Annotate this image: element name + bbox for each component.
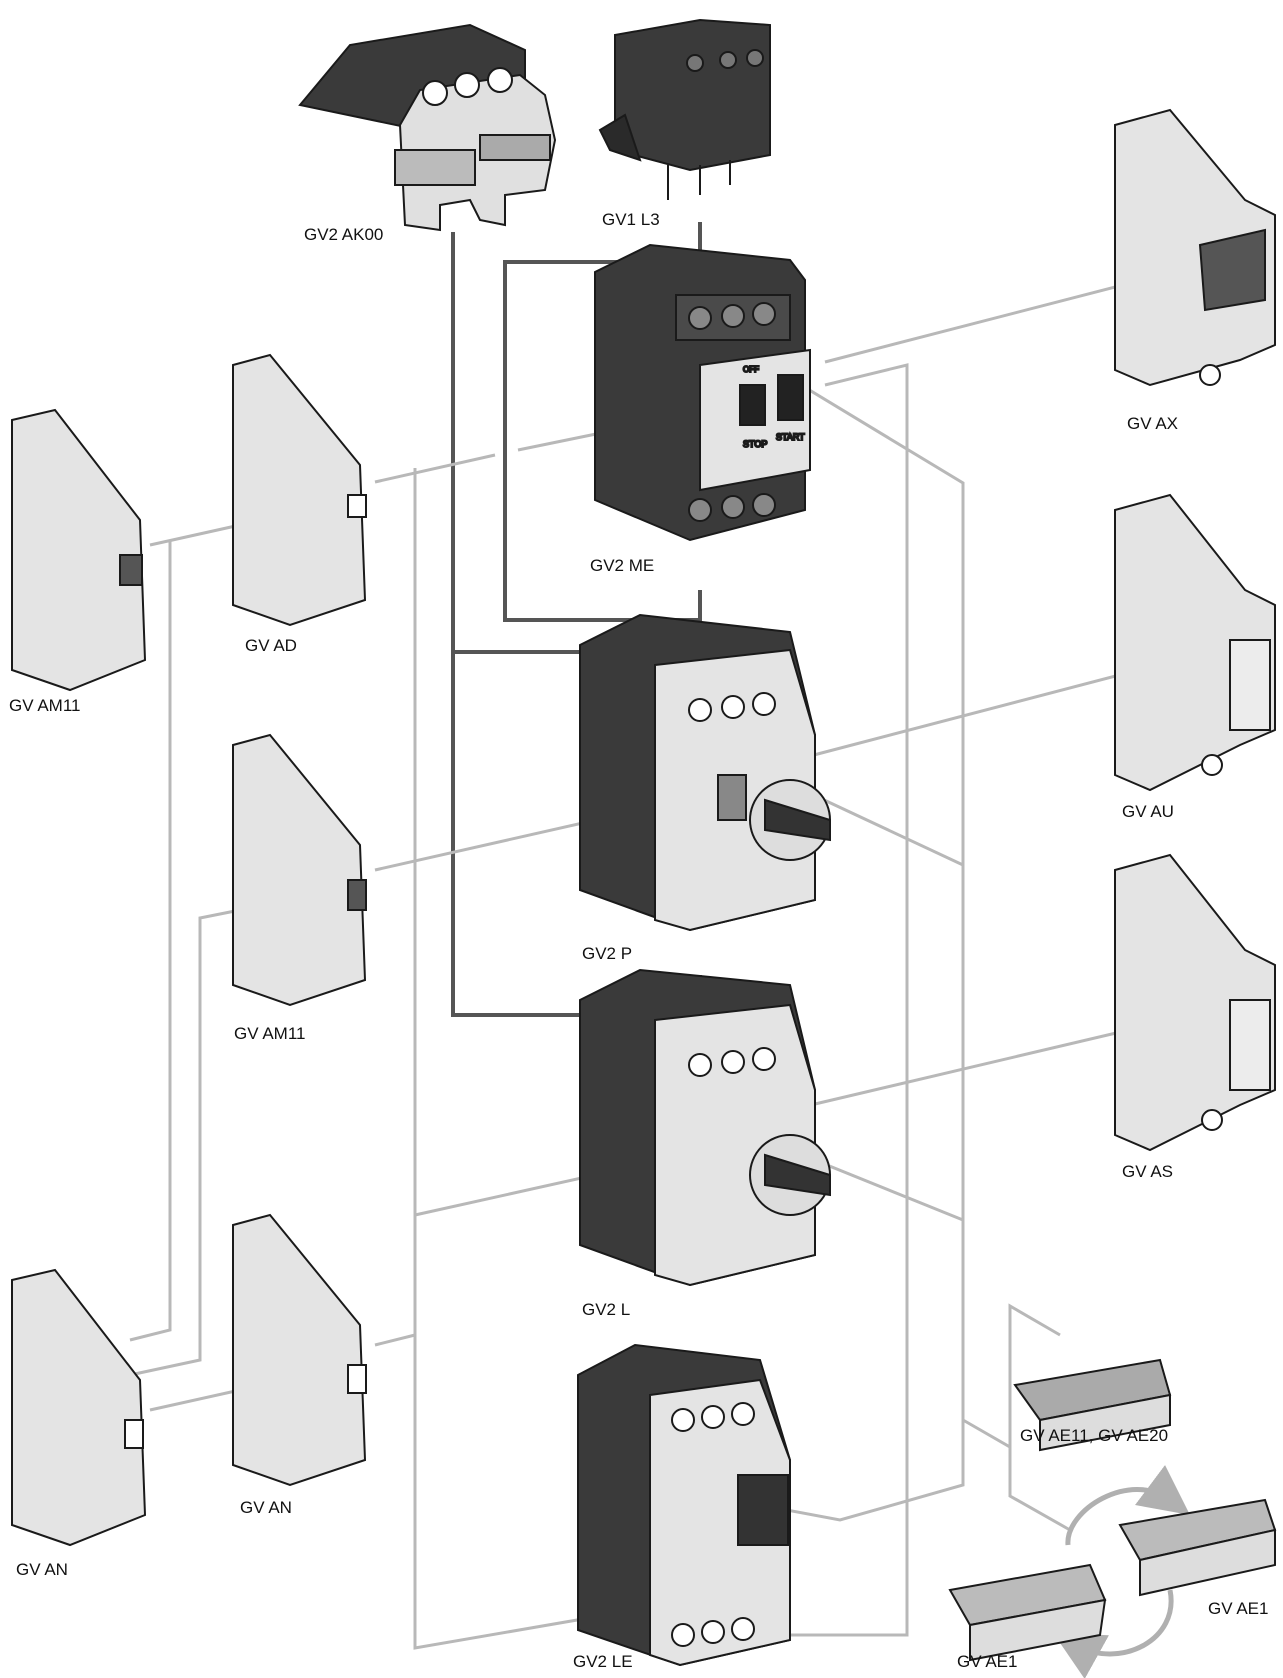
label-gv-ax: GV AX <box>1127 414 1178 434</box>
stop-label: STOP <box>743 439 767 449</box>
connector-gvau <box>810 667 1150 756</box>
label-gv2-l: GV2 L <box>582 1300 630 1320</box>
gv-au-module <box>1115 495 1275 790</box>
gv2-p-breaker <box>580 615 830 930</box>
gv-ax-module <box>1115 110 1275 385</box>
label-gv-an-left: GV AN <box>16 1560 68 1580</box>
label-gv2-ak00: GV2 AK00 <box>304 225 383 245</box>
gv1-l3-block <box>600 20 770 200</box>
label-gv2-le: GV2 LE <box>573 1652 633 1672</box>
connector-gvax-3 <box>735 345 963 1520</box>
gv-ae1-block-right <box>1120 1500 1275 1595</box>
label-gv1-l3: GV1 L3 <box>602 210 660 230</box>
label-gv2-p: GV2 P <box>582 944 632 964</box>
gv-ad-module <box>233 355 366 625</box>
label-gv-ae11-ae20: GV AE11, GV AE20 <box>1020 1426 1168 1446</box>
connector-gvad <box>375 455 495 482</box>
gv2-ak00-block <box>300 25 555 230</box>
gv-am11-module-top <box>12 410 145 690</box>
gv2-le-breaker <box>578 1345 790 1665</box>
label-gv-as: GV AS <box>1122 1162 1173 1182</box>
connector-gvam11-top <box>150 525 240 545</box>
connector-gvan-2 <box>375 1335 415 1345</box>
gv-am11-module-mid <box>233 735 366 1005</box>
label-gv-au: GV AU <box>1122 802 1174 822</box>
gv-an-module-right <box>233 1215 366 1485</box>
label-gv-ad: GV AD <box>245 636 297 656</box>
label-gv-ae1-left: GV AE1 <box>957 1652 1017 1672</box>
off-label: OFF <box>743 365 759 374</box>
connector-gvan <box>150 1390 240 1410</box>
gv-as-module <box>1115 855 1275 1150</box>
connector-gvam11-mid-2 <box>130 910 240 1375</box>
gv2-me-breaker: STOP START OFF <box>595 245 810 540</box>
start-label: START <box>776 432 805 442</box>
label-gv-ae1-right: GV AE1 <box>1208 1599 1268 1619</box>
connector-gvax <box>825 278 1150 362</box>
label-gv-am11-mid: GV AM11 <box>234 1024 306 1044</box>
label-gv2-me: GV2 ME <box>590 556 654 576</box>
gv-an-module-left <box>12 1270 145 1545</box>
connector-gvas <box>815 1025 1150 1104</box>
label-gv-an-right: GV AN <box>240 1498 292 1518</box>
gv2-l-breaker <box>580 970 830 1285</box>
connector-gvae1 <box>1010 1447 1070 1530</box>
label-gv-am11-top: GV AM11 <box>9 696 81 716</box>
